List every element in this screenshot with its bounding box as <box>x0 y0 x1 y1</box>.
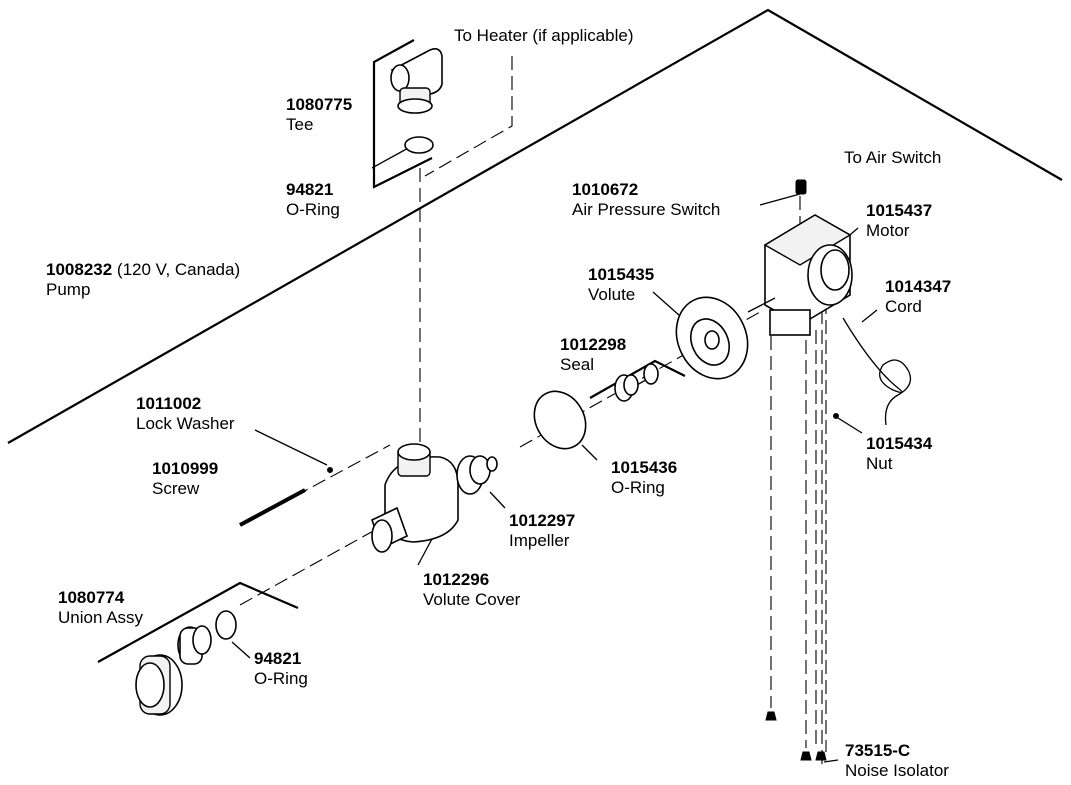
union-assy-label: 1080774 Union Assy <box>58 588 144 627</box>
volute-label: 1015435 Volute <box>588 265 655 304</box>
oring-top-drawing <box>404 136 434 154</box>
volute-cover-drawing <box>371 443 459 553</box>
seal-bracket <box>589 359 686 399</box>
air-pressure-switch-label: 1010672 Air Pressure Switch <box>572 180 721 219</box>
lock-washer-drawing <box>327 467 333 473</box>
oring-top-label: 94821 O-Ring <box>286 180 340 219</box>
noise-isolator-screws-drawing <box>765 711 827 761</box>
seal-drawing <box>614 363 659 402</box>
nut-drawing <box>833 413 839 419</box>
leader-tee <box>371 145 413 169</box>
pump-label: 1008232 (120 V, Canada) <box>46 260 240 280</box>
motor-label: 1015437 Motor <box>866 201 933 240</box>
impeller-drawing <box>456 455 498 495</box>
seal-label: 1012298 Seal <box>560 335 627 374</box>
screw-drawing <box>239 488 306 527</box>
leader-oring-mid <box>581 444 598 461</box>
tee-part-drawing <box>390 48 443 114</box>
lock-washer-label: 1011002 Lock Washer <box>136 394 235 433</box>
air-switch-drawing <box>795 179 807 195</box>
leader-nut <box>837 417 863 434</box>
pump-note: (120 V, Canada) <box>116 260 241 279</box>
nut-label: 1015434 Nut <box>866 434 933 473</box>
pump-part-number: 1008232 <box>46 260 113 279</box>
volute-cover-label: 1012296 Volute Cover <box>423 570 521 609</box>
to-heater-label: To Heater (if applicable) <box>454 26 634 45</box>
heater-leader-line <box>424 56 513 177</box>
leader-lock-washer <box>254 429 328 466</box>
leader-air-switch <box>759 193 801 206</box>
union-assy-drawing <box>135 625 212 716</box>
tee-label: 1080775 Tee <box>286 95 353 134</box>
leader-oring-bottom <box>231 641 251 659</box>
cord-drawing <box>842 317 912 426</box>
platform-outline <box>7 8 1063 444</box>
leader-cord <box>861 309 878 323</box>
union-axis-dash-line <box>239 529 376 606</box>
leader-noise-isolator <box>823 759 839 763</box>
pump-name-label: Pump <box>46 280 91 299</box>
to-air-switch-label: To Air Switch <box>844 148 942 167</box>
cord-label: 1014347 Cord <box>885 277 952 316</box>
volute-drawing <box>675 296 749 380</box>
tee-bracket <box>372 39 433 189</box>
noise-isolator-label: 73515-C Noise Isolator <box>845 741 949 780</box>
oring-mid-drawing <box>533 390 587 450</box>
oring-mid-label: 1015436 O-Ring <box>611 458 678 497</box>
leader-impeller <box>489 491 506 509</box>
screw-label: 1010999 Screw <box>152 459 219 498</box>
oring-bottom-label: 94821 O-Ring <box>254 649 308 688</box>
motor-drawing <box>747 214 853 336</box>
union-bracket <box>97 581 299 663</box>
leader-volute <box>652 291 681 317</box>
impeller-label: 1012297 Impeller <box>509 511 576 550</box>
oring-bottom-drawing <box>215 610 237 640</box>
